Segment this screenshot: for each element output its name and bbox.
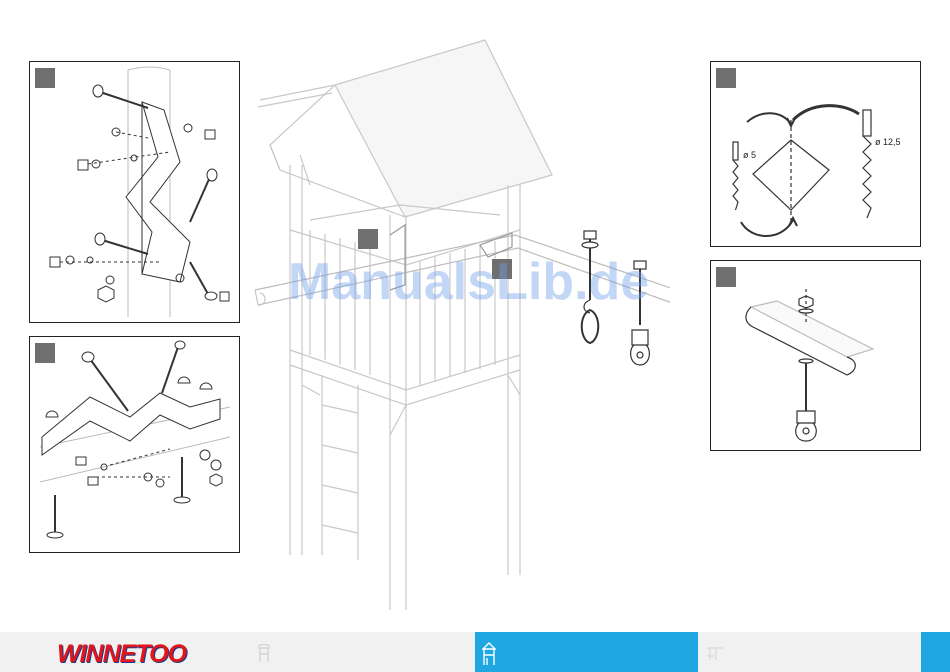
footer-tab-active[interactable] [475,632,698,672]
swing-tower-icon[interactable] [256,644,272,664]
tower-icon-active[interactable] [482,642,496,666]
footer-tab-edge[interactable] [921,632,950,672]
step-panel-bracket-beam [29,336,240,553]
step-marker [358,229,378,249]
step-panel-bracket-post [29,61,240,323]
bracket-icon[interactable] [706,644,724,662]
drill-size-large: ø 12,5 [875,137,901,147]
watermark: ManualsLib.de [288,252,649,312]
bracket-post-illustration [30,62,241,324]
hook-beam-illustration [711,261,922,452]
brand-logo: WINNETOO [57,640,186,669]
bracket-beam-illustration [30,337,241,554]
tower-assembly-illustration [250,35,670,615]
step-panel-hook-beam [710,260,921,451]
step-panel-drilling: ø 5 ø 12,5 [710,61,921,247]
drill-size-small: ø 5 [743,150,756,160]
